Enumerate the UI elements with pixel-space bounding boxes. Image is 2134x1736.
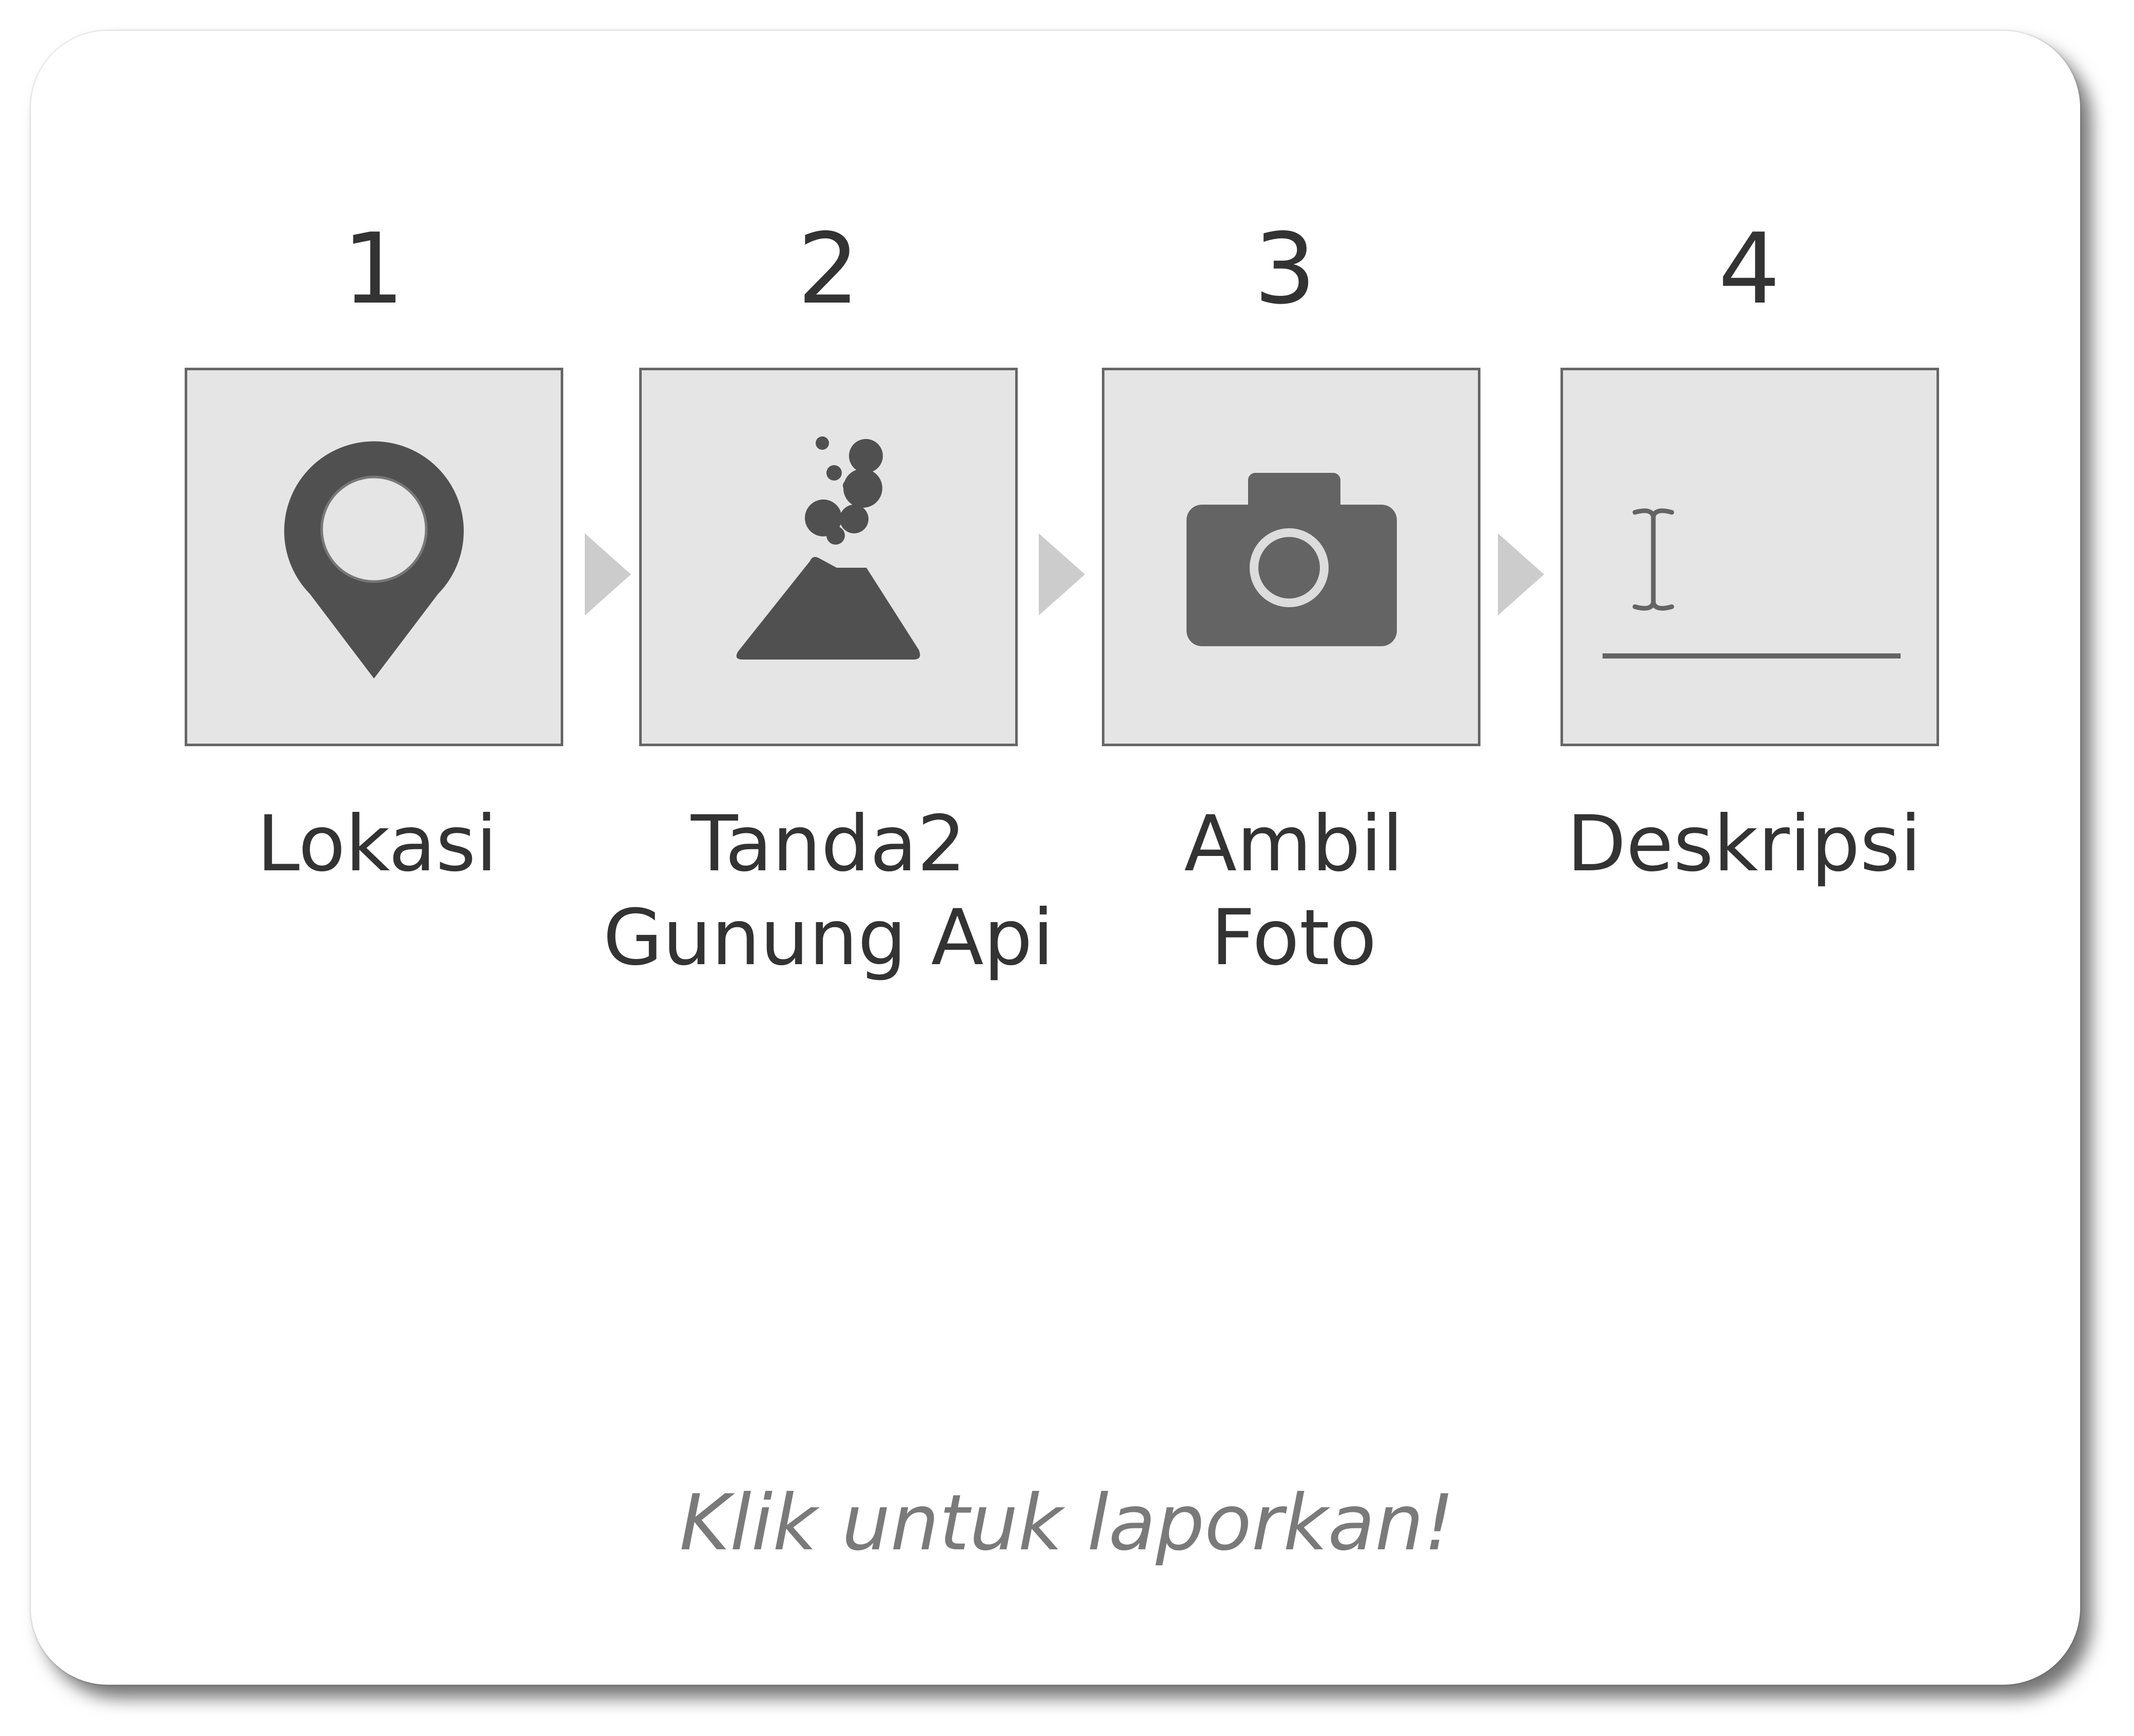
step-label-line: Gunung Api [603, 893, 1054, 983]
arrow-right-icon [1039, 533, 1085, 615]
step-number-4: 4 [1718, 212, 1781, 326]
step-label-take-photo: Ambil Foto [1063, 797, 1525, 985]
step-number-2: 2 [797, 212, 860, 326]
step-number-1: 1 [342, 212, 405, 326]
step-label-line: Foto [1211, 893, 1377, 983]
step-label-description: Deskripsi [1513, 797, 1975, 891]
volcano-icon [736, 436, 920, 660]
step-label-volcano-signs: Tanda2 Gunung Api [598, 797, 1059, 985]
step-label-location: Lokasi [146, 797, 608, 891]
step-label-line: Lokasi [256, 800, 498, 889]
step-box-description[interactable] [1560, 368, 1939, 746]
text-cursor-icon [1603, 508, 1901, 659]
step-label-line: Tanda2 [690, 800, 966, 889]
step-number-3: 3 [1254, 212, 1316, 326]
step-box-take-photo[interactable] [1102, 368, 1480, 746]
step-box-volcano-signs[interactable] [639, 368, 1018, 746]
report-cta-link[interactable]: Klik untuk laporkan! [679, 1479, 1455, 1568]
arrow-right-icon [1498, 533, 1544, 615]
report-card[interactable] [31, 31, 2080, 1685]
step-label-line: Deskripsi [1567, 800, 1922, 889]
step-box-location[interactable] [185, 368, 563, 746]
arrow-right-icon [585, 533, 631, 615]
camera-icon [1187, 473, 1397, 646]
location-pin-icon [284, 441, 464, 679]
step-label-line: Ambil [1184, 800, 1404, 889]
